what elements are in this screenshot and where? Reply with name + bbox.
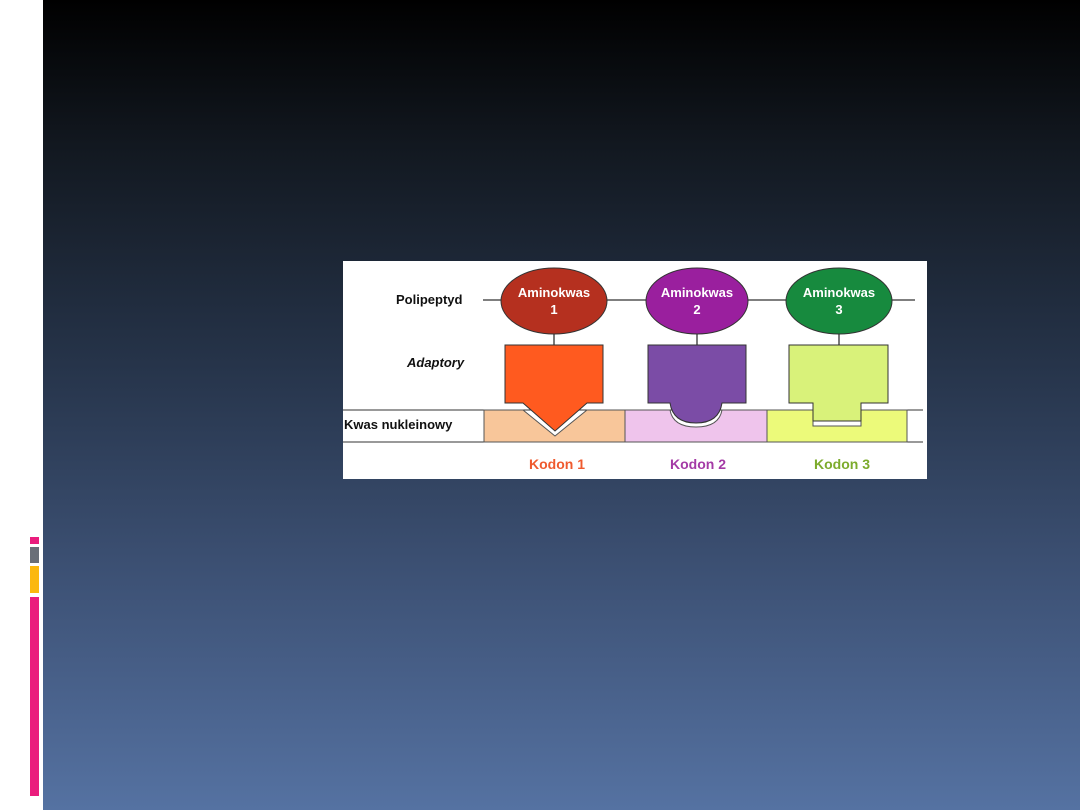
amino-acid-1-number: 1 bbox=[550, 302, 557, 317]
accent-orange bbox=[30, 566, 39, 593]
codon-3-label: Kodon 3 bbox=[814, 456, 870, 472]
accent-magenta-bar bbox=[30, 597, 39, 796]
codon-adaptor-figure: Aminokwas 1 Aminokwas 2 Aminokwas 3 Poli… bbox=[343, 261, 927, 479]
accent-magenta-small bbox=[30, 537, 39, 544]
nucleic-acid-label: Kwas nukleinowy bbox=[344, 417, 453, 432]
codon-1-strand bbox=[483, 409, 626, 443]
adaptor-1 bbox=[504, 344, 604, 432]
codon-1-label: Kodon 1 bbox=[529, 456, 585, 472]
amino-acid-3-number: 3 bbox=[835, 302, 842, 317]
amino-acid-3-label: Aminokwas bbox=[803, 285, 875, 300]
accent-gray bbox=[30, 547, 39, 563]
amino-acid-1-label: Aminokwas bbox=[518, 285, 590, 300]
amino-acid-2-number: 2 bbox=[693, 302, 700, 317]
adaptors-label: Adaptory bbox=[406, 355, 465, 370]
adaptor-3 bbox=[788, 344, 889, 422]
codon-2-strand bbox=[624, 409, 768, 443]
adaptor-diagram: Aminokwas 1 Aminokwas 2 Aminokwas 3 Poli… bbox=[343, 267, 923, 472]
amino-acid-3-oval bbox=[785, 267, 893, 335]
amino-acid-1-oval bbox=[500, 267, 608, 335]
adaptor-2 bbox=[647, 344, 747, 424]
codon-2-label: Kodon 2 bbox=[670, 456, 726, 472]
amino-acid-2-label: Aminokwas bbox=[661, 285, 733, 300]
amino-acid-2-oval bbox=[645, 267, 749, 335]
polypeptide-label: Polipeptyd bbox=[396, 292, 463, 307]
